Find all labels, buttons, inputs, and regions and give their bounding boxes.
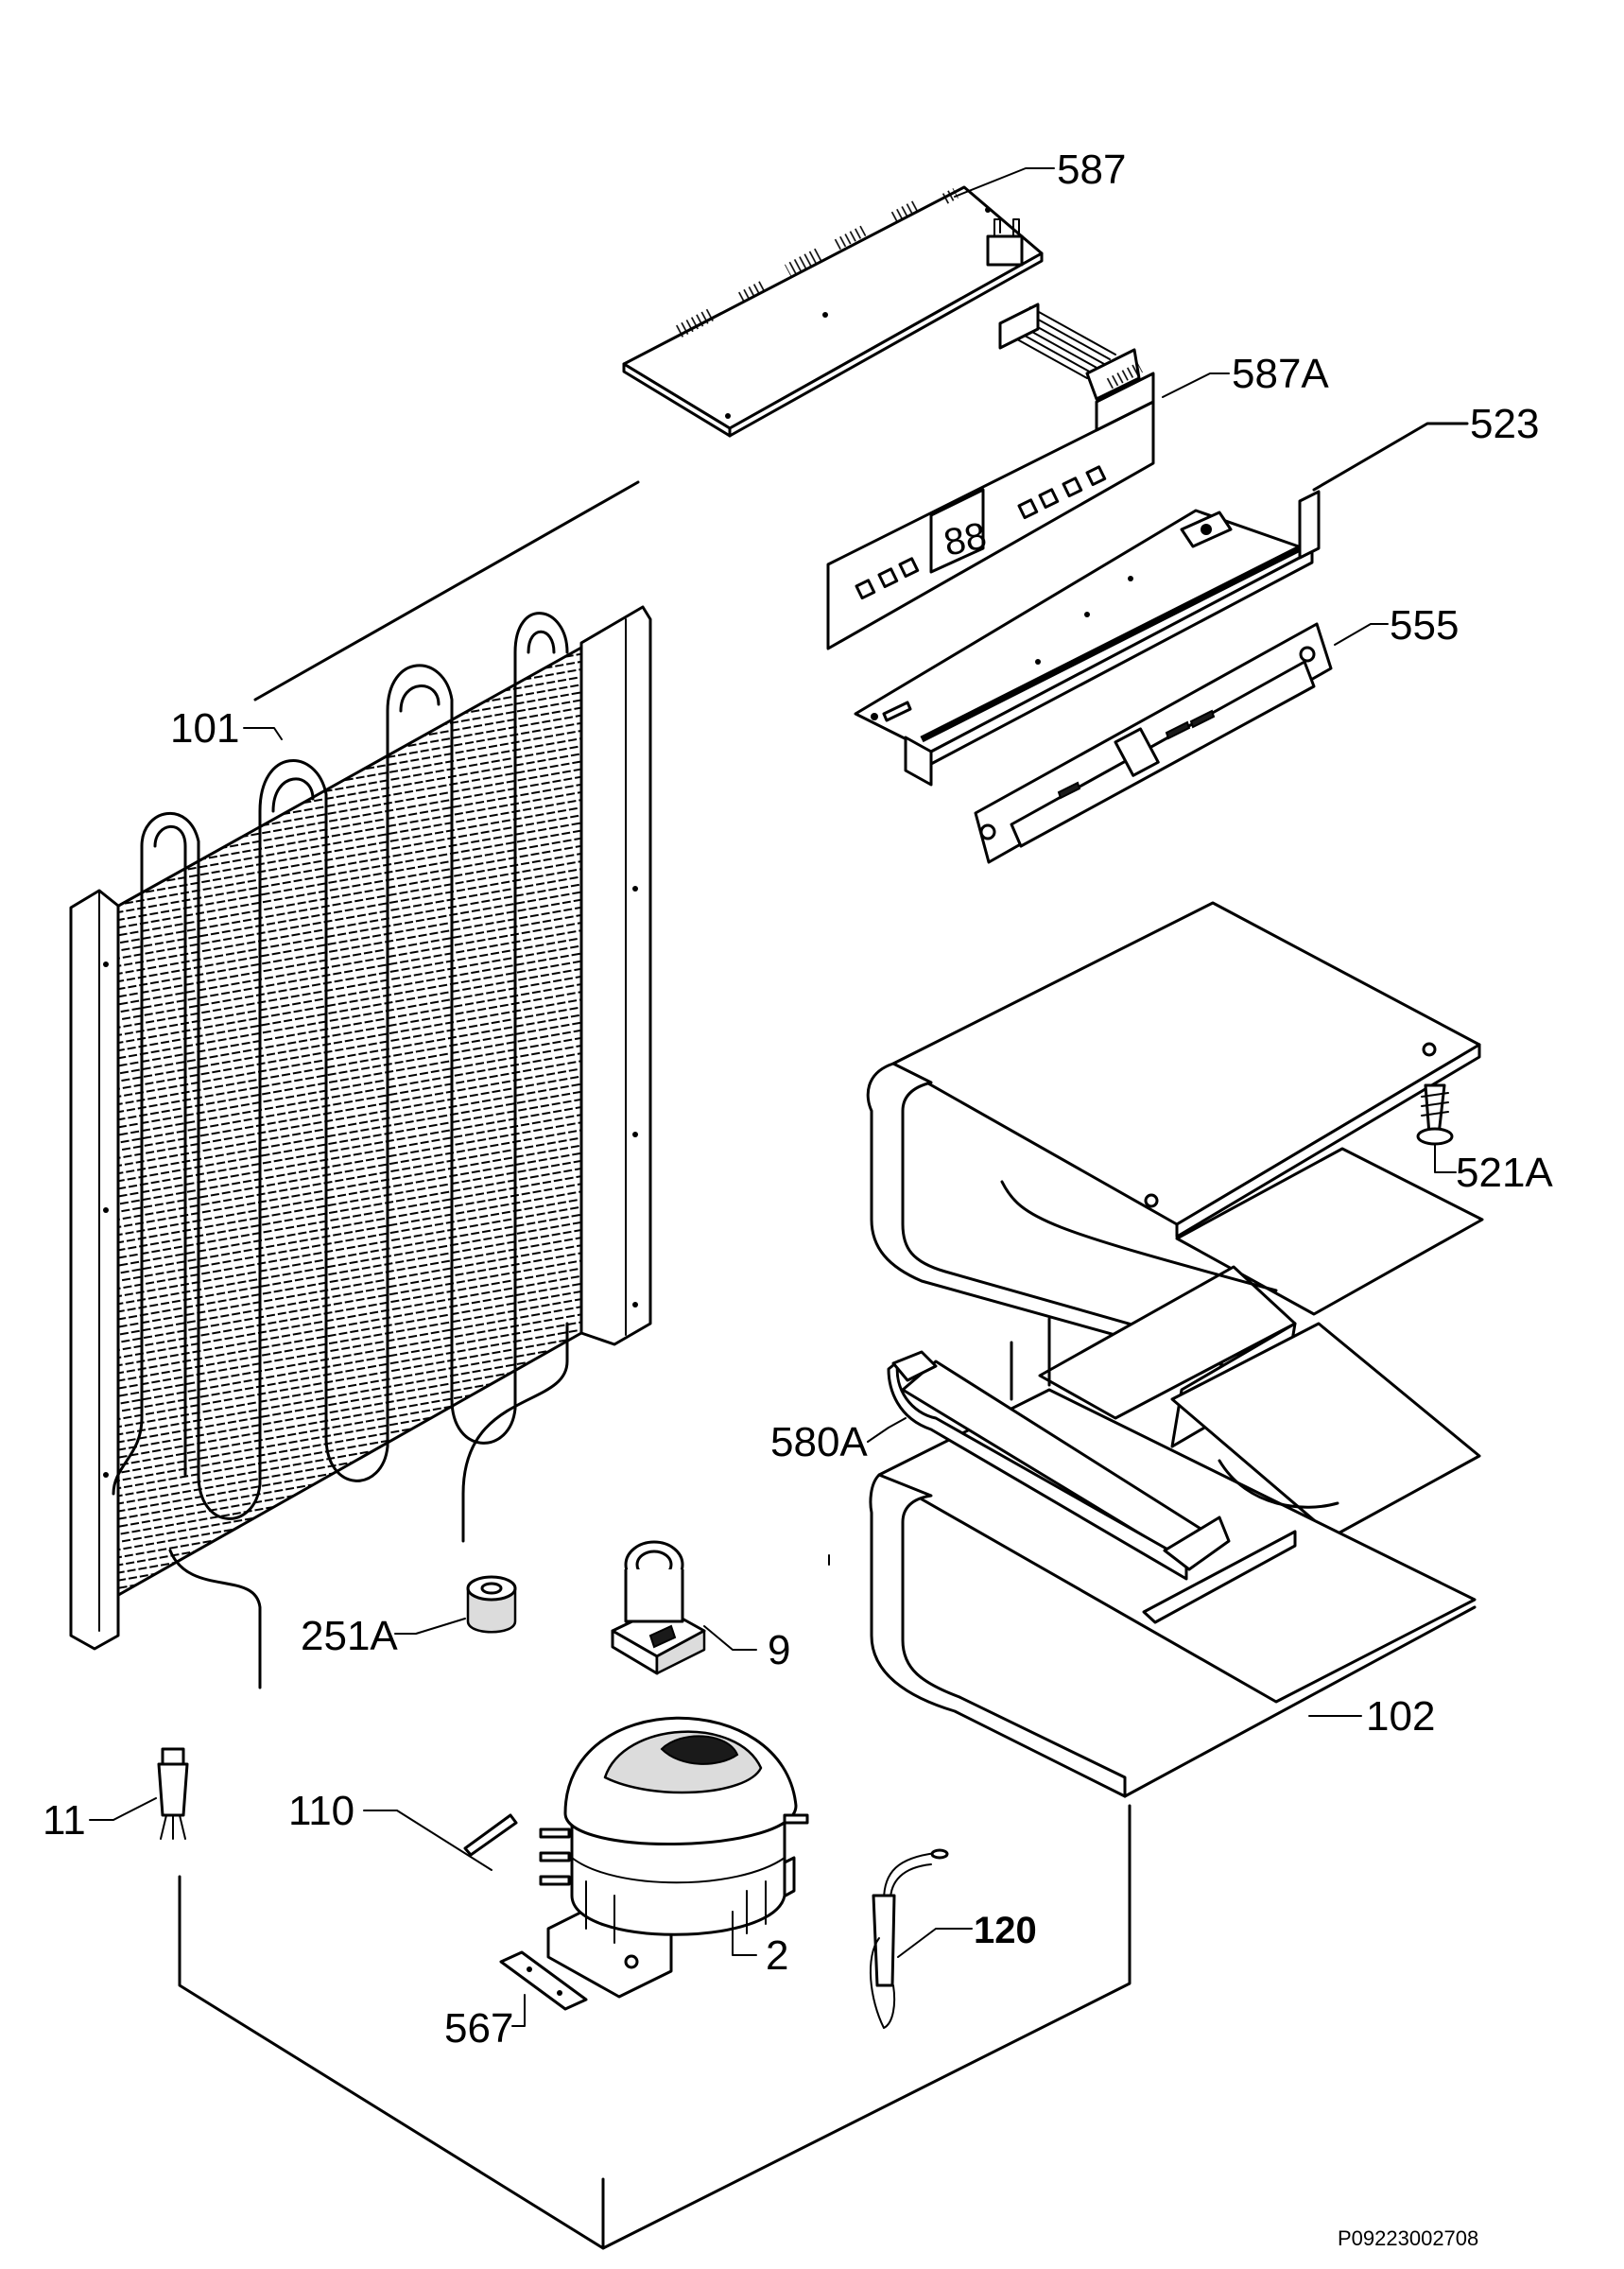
svg-text:88: 88: [941, 515, 991, 564]
leader-523: [1312, 422, 1469, 492]
sensor-assembly-120: [870, 1848, 949, 2029]
leader-587: [954, 167, 1055, 198]
shelf-rail-580a: [887, 1350, 1297, 1624]
drawing-code: P09223002708: [1338, 2226, 1478, 2250]
condenser-101: [69, 480, 652, 1689]
leader-2: [732, 1911, 757, 1956]
leader-587a: [1162, 372, 1230, 398]
callout-11: 11: [43, 1797, 86, 1844]
callout-110: 110: [288, 1788, 354, 1834]
callout-555: 555: [1390, 602, 1459, 649]
leader-11: [89, 1797, 157, 1821]
callout-587: 587: [1057, 147, 1126, 193]
leader-101: [243, 727, 283, 740]
thermostat-11: [157, 1747, 189, 1840]
leader-580a: [867, 1417, 907, 1443]
callout-102: 102: [1366, 1693, 1435, 1740]
display-board-587a: 88: [826, 303, 1155, 650]
callout-251a: 251A: [301, 1613, 398, 1659]
grommet-251a: [466, 1575, 517, 1634]
pcb-board-587: [622, 185, 1044, 438]
fascia-panel-555: [974, 622, 1333, 864]
leader-251a: [394, 1618, 466, 1635]
cabinet-liner-102: [866, 901, 1484, 1798]
callout-580a: 580A: [770, 1419, 868, 1465]
callout-567: 567: [444, 2005, 513, 2052]
callout-9: 9: [768, 1627, 790, 1673]
relay-9: [611, 1540, 706, 1675]
leader-555: [1334, 623, 1389, 646]
leader-110: [363, 1810, 492, 1871]
leader-567: [511, 1994, 526, 2027]
leader-9: [703, 1625, 757, 1651]
screw-521a: [1416, 1083, 1454, 1146]
callout-101: 101: [170, 705, 239, 752]
leader-521a: [1434, 1143, 1457, 1173]
callout-587a: 587A: [1232, 351, 1329, 397]
callout-523: 523: [1470, 401, 1539, 447]
callout-521a: 521A: [1456, 1150, 1553, 1196]
callout-2: 2: [766, 1932, 788, 1979]
compressor-2: [539, 1716, 809, 1999]
clip-567: [499, 1950, 588, 2011]
pin-110: [463, 1813, 518, 1857]
callout-120: 120: [974, 1910, 1037, 1951]
control-housing-523: [854, 490, 1321, 787]
leader-120: [897, 1928, 973, 1958]
